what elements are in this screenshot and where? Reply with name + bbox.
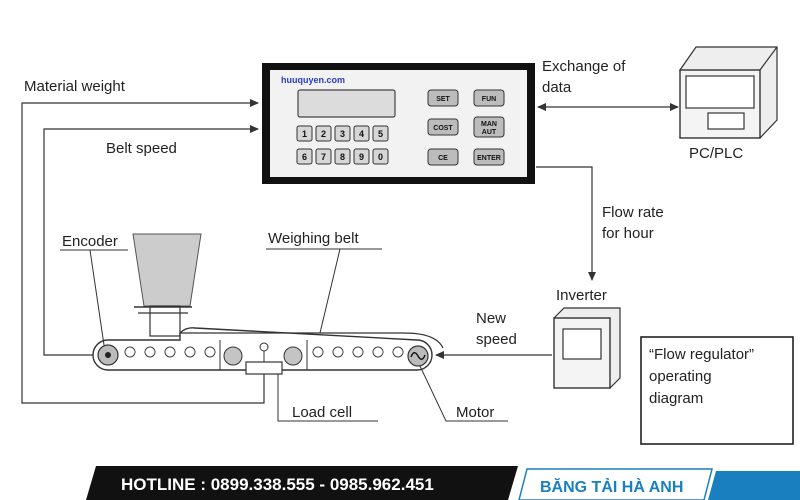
digit-key-2[interactable] [315, 125, 332, 142]
digit-key-8-label: 8 [340, 152, 345, 162]
encoder-pulley-center [105, 352, 111, 358]
load-cell-pivot [259, 342, 269, 352]
load-cell [245, 342, 283, 375]
controller-website-label: huuquyen.com [281, 75, 345, 85]
flow-regulator-box [640, 336, 794, 445]
inverter-label: Inverter [556, 287, 607, 304]
flow-regulator-line-1: “Flow regulator” [649, 346, 754, 363]
motor-label: Motor [456, 404, 494, 421]
digit-key-2-label: 2 [321, 129, 326, 139]
weighing-belt-callout-line [319, 248, 341, 334]
material-weight-label: Material weight [24, 78, 126, 95]
brand-accent [708, 471, 800, 500]
aut-key-label: AUT [482, 129, 497, 136]
idler-roller [312, 346, 324, 358]
function-keys: SET FUN COST MAN AUT CE ENTER [427, 89, 505, 166]
inverter-screen [562, 328, 602, 360]
digit-key-9[interactable] [353, 148, 370, 165]
pc-plc-computer [679, 46, 778, 139]
motor-symbol-icon [410, 352, 426, 360]
digit-key-4-label: 4 [359, 129, 364, 139]
idler-roller [372, 346, 384, 358]
idler-roller [124, 346, 136, 358]
load-cell-callout-line [277, 374, 378, 422]
digit-key-9-label: 9 [359, 152, 364, 162]
fun-key[interactable] [473, 89, 505, 107]
digit-key-4[interactable] [353, 125, 370, 142]
exchange-label-line-2: data [542, 79, 572, 96]
pc-plc-label: PC/PLC [689, 145, 743, 162]
cost-key-label: COST [433, 125, 453, 132]
idler-roller [204, 346, 216, 358]
fun-key-label: FUN [482, 96, 496, 103]
computer-screen [685, 75, 755, 109]
belt-speed-line [43, 125, 259, 356]
digit-key-8[interactable] [334, 148, 351, 165]
feed-hopper [132, 233, 202, 337]
set-key[interactable] [427, 89, 459, 107]
encoder-callout-line [89, 249, 105, 346]
footer-banner: HOTLINE : 0899.338.555 - 0985.962.451 BĂ… [86, 466, 800, 500]
weighing-belt-label: Weighing belt [268, 230, 359, 247]
weigh-roller [283, 346, 303, 366]
digit-key-7-label: 7 [321, 152, 326, 162]
cost-key[interactable] [427, 118, 459, 136]
material-weight-line [21, 99, 265, 404]
man-aut-key[interactable] [473, 116, 505, 138]
exchange-label-line-1: Exchange of [542, 58, 626, 75]
digit-key-5[interactable] [372, 125, 389, 142]
set-key-label: SET [436, 96, 450, 103]
flow-regulator-line-3: diagram [649, 390, 703, 407]
flow-rate-label-line-2: for hour [602, 225, 654, 242]
load-cell-body [245, 361, 283, 375]
new-speed-label-line-1: New [476, 310, 506, 327]
brand-box [518, 468, 713, 500]
idler-roller [352, 346, 364, 358]
digit-key-3[interactable] [334, 125, 351, 142]
idler-roller [392, 346, 404, 358]
digit-key-0[interactable] [372, 148, 389, 165]
digit-keys-row-1: 1 2 3 4 5 [296, 125, 389, 142]
motor-callout-line [419, 365, 508, 422]
digit-key-7[interactable] [315, 148, 332, 165]
enter-key[interactable] [473, 148, 505, 166]
digit-key-3-label: 3 [340, 129, 345, 139]
ce-key[interactable] [427, 148, 459, 166]
digit-key-1[interactable] [296, 125, 313, 142]
flow-rate-arrow [536, 166, 596, 281]
encoder-label: Encoder [62, 233, 118, 250]
digit-key-0-label: 0 [378, 152, 383, 162]
weighing-controller: huuquyen.com 1 2 3 4 5 6 7 8 9 0 [262, 63, 535, 184]
belt-top-surface [180, 332, 444, 349]
digit-keys-row-2: 6 7 8 9 0 [296, 148, 389, 165]
load-cell-label: Load cell [292, 404, 352, 421]
idler-roller [184, 346, 196, 358]
idler-roller [332, 346, 344, 358]
hopper-chute [149, 305, 181, 337]
belt-speed-label: Belt speed [106, 140, 177, 157]
digit-key-5-label: 5 [378, 129, 383, 139]
hotline-bar [86, 466, 518, 500]
digit-key-6-label: 6 [302, 152, 307, 162]
flow-rate-label-line-1: Flow rate [602, 204, 664, 221]
digit-key-1-label: 1 [302, 129, 307, 139]
inverter-device [553, 307, 621, 389]
enter-key-label: ENTER [477, 155, 501, 162]
computer-edge [759, 46, 778, 71]
digit-key-6[interactable] [296, 148, 313, 165]
controller-display [297, 89, 396, 118]
hotline-text[interactable]: HOTLINE : 0899.338.555 - 0985.962.451 [121, 475, 434, 494]
computer-drive [707, 112, 745, 130]
new-speed-label-line-2: speed [476, 331, 517, 348]
weigh-roller [223, 346, 243, 366]
hopper-body [132, 233, 202, 307]
idler-roller [144, 346, 156, 358]
man-key-label: MAN [481, 121, 497, 128]
idler-roller [164, 346, 176, 358]
ce-key-label: CE [438, 155, 448, 162]
brand-text[interactable]: BĂNG TẢI HÀ ANH [540, 477, 683, 496]
flow-regulator-line-2: operating [649, 368, 712, 385]
